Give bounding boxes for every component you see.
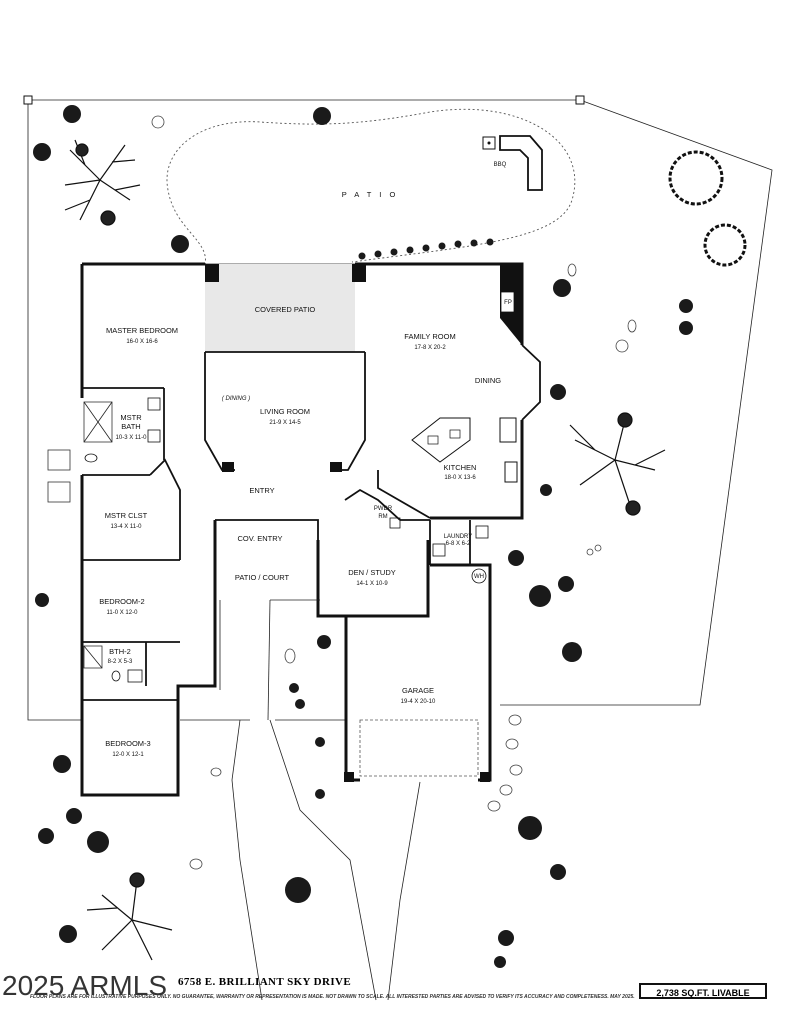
laundry-name: LAUNDRY <box>444 534 473 540</box>
dining-bay-window <box>521 344 541 421</box>
den-name: DEN / STUDY <box>348 568 396 577</box>
mstr-clst-dims: 13-4 X 11-0 <box>111 524 143 530</box>
columns <box>205 264 490 782</box>
bth2-name: BTH-2 <box>109 647 131 656</box>
bath-fixtures <box>47 397 489 683</box>
property-boundary <box>23 95 773 721</box>
cov-entry-label: COV. ENTRY <box>237 534 282 543</box>
dining-name: DINING <box>475 376 501 385</box>
bedroom2-name: BEDROOM-2 <box>99 597 144 606</box>
patio-outline <box>166 108 576 266</box>
den-dims: 14-1 X 10-9 <box>356 581 388 587</box>
dining-note: ( DINING ) <box>222 396 250 402</box>
bedroom2-dims: 11-0 X 12-0 <box>107 610 139 616</box>
laundry-dims: 6-8 X 6-2 <box>446 541 471 547</box>
landscape-rocks <box>151 115 637 870</box>
family-room-dims: 17-8 X 20-2 <box>414 345 446 351</box>
pwdr-name1: PWDR <box>374 506 393 512</box>
livable-sqft-badge: 2,738 SQ.FT. LIVABLE <box>639 983 767 999</box>
covered-patio-label: COVERED PATIO <box>255 305 316 314</box>
bedroom3-name: BEDROOM-3 <box>105 739 150 748</box>
garage-door <box>359 719 479 777</box>
patio-label: P A T I O <box>342 190 399 199</box>
kitchen-island <box>411 417 518 483</box>
patio-court-label: PATIO / COURT <box>235 573 290 582</box>
fireplace <box>500 264 522 345</box>
mstr-bath-name2: BATH <box>121 422 140 431</box>
living-room-dims: 21-9 X 14-5 <box>269 420 301 426</box>
landscape-trees <box>64 139 747 961</box>
bth2-dims: 8-2 X 5-3 <box>108 659 133 665</box>
walkways <box>219 599 421 1001</box>
mstr-bath-name1: MSTR <box>120 413 142 422</box>
water-heater-label: WH <box>474 574 484 580</box>
armls-watermark: 2025 ARMLS <box>2 970 167 1001</box>
bbq-counter <box>482 135 543 191</box>
master-bedroom-dims: 16-0 X 16-6 <box>126 339 158 345</box>
garage-dims: 19-4 X 20-10 <box>401 699 436 705</box>
garage-name: GARAGE <box>402 686 434 695</box>
fireplace-label: FP <box>504 300 512 306</box>
landscape-bushes <box>33 105 693 968</box>
living-room-name: LIVING ROOM <box>260 407 310 416</box>
kitchen-dims: 18-0 X 13-6 <box>444 475 476 481</box>
pwdr-name2: RM <box>378 514 387 520</box>
family-room-name: FAMILY ROOM <box>404 332 455 341</box>
room-labels: P A T I O BBQ COVERED PATIO MASTER BEDRO… <box>99 162 512 758</box>
patio-planter-dots <box>358 238 494 260</box>
mstr-bath-dims: 10-3 X 11-0 <box>116 435 148 441</box>
mstr-clst-name: MSTR CLST <box>105 511 148 520</box>
kitchen-name: KITCHEN <box>444 463 477 472</box>
house-walls <box>80 262 524 797</box>
bbq-label: BBQ <box>494 162 507 168</box>
bedroom3-dims: 12-0 X 12-1 <box>112 752 144 758</box>
property-address: 6758 E. BRILLIANT SKY DRIVE <box>178 976 352 988</box>
disclaimer-text: FLOOR PLANS ARE FOR ILLUSTRATIVE PURPOSE… <box>30 994 635 1000</box>
entry-label: ENTRY <box>249 486 274 495</box>
master-bedroom-name: MASTER BEDROOM <box>106 326 178 335</box>
